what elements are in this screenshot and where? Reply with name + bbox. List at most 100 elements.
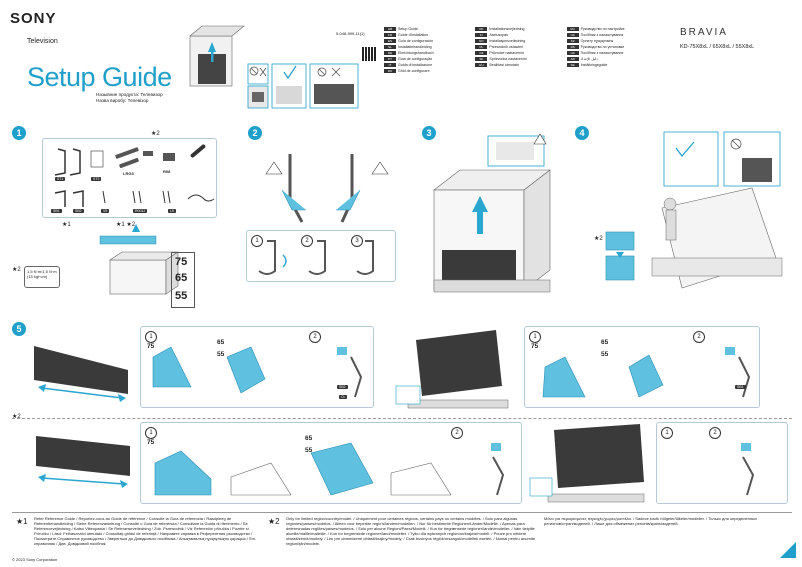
language-code: UA [566, 51, 579, 55]
row2-right-sub2: 2 [709, 427, 721, 439]
language-label: دليل الإعداد [580, 57, 598, 61]
row2-55: 55 [305, 447, 313, 454]
stand-assembly-illustration [265, 154, 389, 223]
s5-left-sub1: 1 [145, 331, 157, 343]
language-label: Installationsvejledning [489, 27, 525, 31]
language-code: FR [384, 33, 396, 37]
label-r0012: R0012 [133, 209, 148, 213]
title-subtext: Назывние продукта: Телевизор Назва вироб… [96, 92, 163, 103]
step-3-badge: 3 [422, 126, 436, 140]
step-4-badge: 4 [575, 126, 589, 140]
language-code: RO [384, 69, 396, 73]
language-code: RS [566, 45, 579, 49]
model-code: 5-048-599-11(1) [336, 31, 365, 36]
step5-left-panel: 1 2 75 65 55 SB2 CL [140, 326, 374, 408]
row2-65: 65 [305, 435, 313, 442]
language-label: Руководство по установке [580, 45, 625, 49]
s5-left-65: 65 [217, 339, 225, 346]
row2-sub1: 1 [145, 427, 157, 439]
model-list: KD-75X8xL / 65X8xL / 55X8xL [680, 44, 755, 50]
substep-3: 3 [351, 235, 363, 247]
language-code: HU [475, 63, 488, 67]
language-label: Руководство по настройке [580, 27, 625, 31]
language-code: NL [384, 45, 396, 49]
s5-tag-sb1: SB1 [735, 385, 746, 389]
row2-sub2: 2 [451, 427, 463, 439]
language-label: Setup Guide [398, 27, 418, 31]
language-code: IT [384, 63, 396, 67]
s5-right-65: 65 [601, 339, 609, 346]
language-label: Орнату нұсқаулығы [580, 39, 614, 43]
label-l5: L5 [168, 209, 176, 213]
language-label: Einrichtungshandbuch [398, 51, 434, 55]
footer-divider [12, 512, 792, 513]
footer-note-region: Only for limited region/country/model. /… [286, 516, 536, 546]
unbox-illustration [433, 133, 551, 293]
s5-right-sub1: 1 [529, 331, 541, 343]
size-65: 65 [175, 272, 188, 284]
product-category: Television [27, 38, 58, 45]
size-55: 55 [175, 290, 188, 302]
language-code: DK [475, 27, 488, 31]
language-code: SK [475, 57, 488, 61]
language-code: SE [566, 63, 579, 67]
substep-1: 1 [251, 235, 263, 247]
language-code: KZ [566, 39, 579, 43]
row2-tv-wide-illustration [36, 436, 130, 488]
s5-right-55: 55 [601, 351, 609, 358]
language-label: Guide d'installation [398, 33, 429, 37]
language-code: RU [566, 27, 579, 31]
row2-left-panel: 1 2 75 65 55 [140, 422, 522, 504]
step5-right-panel: 1 2 75 65 55 SB1 [524, 326, 760, 408]
language-code: AR [566, 57, 579, 61]
row2-right-sub1: 1 [661, 427, 673, 439]
s5-tag-cl: CL [339, 395, 348, 399]
header-illustration [189, 25, 359, 109]
copyright: © 2023 Sony Corporation [12, 557, 58, 562]
row2-tv-assembled-illustration [529, 424, 645, 503]
label-st1: ST1 [55, 177, 66, 181]
language-label: Installasjonsveiledning [489, 39, 526, 43]
s5-right-sub2: 2 [693, 331, 705, 343]
s5-left-55: 55 [217, 351, 225, 358]
language-code: PT [384, 57, 396, 61]
label-lrg3: LRG3 [123, 171, 134, 176]
step-2-badge: 2 [248, 126, 262, 140]
screw-torque-note: 1.5 N·m/1.5 N·m (15 kgf·cm) [24, 266, 60, 288]
s5-tag-sb2: SB2 [337, 385, 348, 389]
language-code: FI [475, 33, 488, 37]
language-label: Asetusopas [489, 33, 509, 37]
language-code: CZ [475, 51, 488, 55]
language-label: Посібник з налаштування [580, 51, 624, 55]
star12-marker: ★1 ★2 [116, 222, 136, 228]
tv-box-illustration [99, 224, 179, 295]
language-label: Beállítási útmutató [489, 63, 519, 67]
label-v5: V5 [101, 209, 110, 213]
brand-logo: SONY [10, 10, 57, 27]
language-code: NO [475, 39, 488, 43]
language-label: Ghid de configurare [398, 69, 430, 73]
language-label: Guía de configuración [398, 39, 434, 43]
step4-star: ★2 [594, 236, 603, 242]
footer-star2: ★2 [268, 517, 280, 526]
language-label: Guida di installazione [398, 63, 433, 67]
qr-code-icon [362, 47, 376, 61]
row2-75: 75 [147, 439, 155, 446]
label-st2: ST2 [91, 177, 102, 181]
